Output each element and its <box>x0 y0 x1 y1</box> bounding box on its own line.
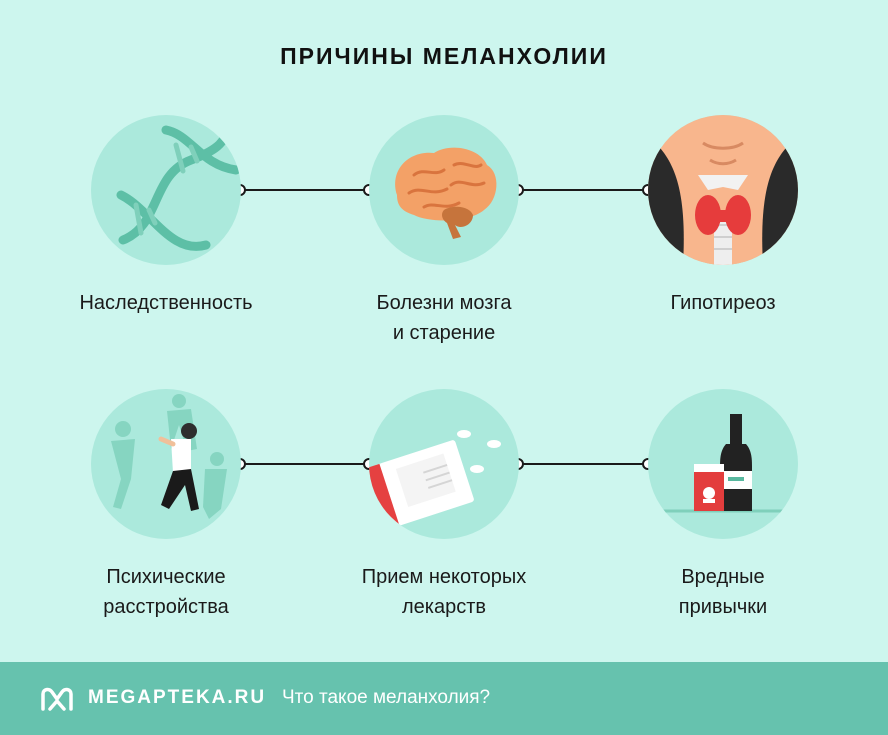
cause-label: Болезни мозга и старение <box>324 288 564 348</box>
cause-mental-disorders <box>91 389 241 539</box>
cause-label-line: Прием некоторых <box>361 566 527 588</box>
cause-label-line: Психические <box>106 566 226 588</box>
cause-medications <box>369 389 519 539</box>
cause-label-line: Гипотиреоз <box>670 292 776 314</box>
cause-bad-habits <box>648 389 798 539</box>
brand-name[interactable]: MEGAPTEKA.RU <box>88 687 267 708</box>
cause-brain <box>369 115 519 265</box>
thyroid-icon <box>648 115 798 265</box>
footer-subtitle: Что такое меланхолия? <box>282 687 491 708</box>
cause-label: Наследственность <box>46 288 286 318</box>
cause-label-line: Вредные <box>681 566 765 588</box>
brain-icon <box>395 147 497 239</box>
cause-label-line: привычки <box>678 596 768 618</box>
cause-heredity <box>91 115 241 265</box>
running-man-icon <box>111 394 227 519</box>
cause-label: Психические расстройства <box>46 562 286 622</box>
cause-label: Гипотиреоз <box>603 288 843 318</box>
pills-box-icon <box>369 430 501 530</box>
cause-label-line: Наследственность <box>79 292 253 314</box>
dna-icon <box>116 125 241 251</box>
footer-bar: MEGAPTEKA.RU Что такое меланхолия? <box>0 662 888 735</box>
cause-label-line: и старение <box>392 322 496 344</box>
cause-label: Прием некоторых лекарств <box>324 562 564 622</box>
page-title: ПРИЧИНЫ МЕЛАНХОЛИИ <box>280 43 608 69</box>
cause-label-line: лекарств <box>401 596 486 618</box>
cause-label-line: Болезни мозга <box>376 292 512 314</box>
cause-hypothyroidism <box>648 115 798 265</box>
bottle-cigarettes-icon <box>648 414 798 513</box>
cause-label-line: расстройства <box>103 596 229 618</box>
cause-label: Вредные привычки <box>603 562 843 622</box>
megapteka-logo-icon <box>41 687 73 711</box>
